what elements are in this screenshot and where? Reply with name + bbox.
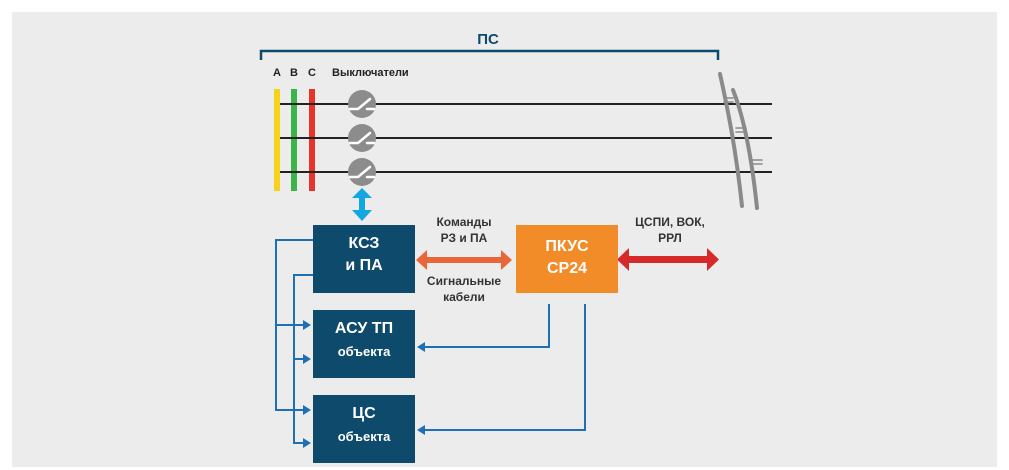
external-label: ЦСПИ, ВОК, РРЛ [620, 214, 720, 246]
ksz-pkus-arrow [416, 250, 512, 270]
ksz-line2: и ПА [345, 257, 383, 274]
phase-label-b: B [290, 67, 298, 79]
connector-lines [275, 239, 586, 444]
pkus-line1: ПКУС [545, 238, 589, 255]
asu-label: АСУ ТП объекта [313, 319, 415, 365]
phase-label-a: A [273, 67, 281, 79]
breakers-label: Выключатели [332, 67, 409, 79]
commands-line2: РЗ и ПА [440, 231, 488, 245]
commands-label: Команды РЗ и ПА [416, 214, 512, 246]
ksz-label: КСЗ и ПА [313, 234, 415, 278]
ps-bracket [259, 49, 720, 60]
breakers-to-ksz-arrow [352, 188, 372, 221]
signal-line1: Сигнальные [426, 274, 502, 288]
commands-line1: Команды [436, 215, 492, 229]
cs-box [313, 395, 415, 463]
ksz-box [313, 225, 415, 293]
cs-line2: объекта [337, 429, 391, 444]
cs-label: ЦС объекта [313, 404, 415, 450]
phase-bar-c [309, 89, 315, 191]
cs-line1: ЦС [352, 405, 376, 422]
breaker-switch-icon [348, 124, 376, 152]
phase-bar-a [274, 89, 280, 191]
external-line1: ЦСПИ, ВОК, [635, 215, 705, 229]
ps-title: ПС [477, 31, 499, 48]
external-line2: РРЛ [658, 231, 682, 245]
asu-box [313, 310, 415, 378]
pkus-line2: СР24 [546, 260, 588, 277]
pkus-box [516, 225, 618, 293]
pkus-external-arrow [617, 248, 719, 271]
signal-line2: кабели [443, 290, 485, 304]
connector-arrowheads [303, 320, 425, 448]
asu-line1: АСУ ТП [334, 320, 394, 337]
asu-line2: объекта [337, 344, 391, 359]
breaker-switch-icon [348, 90, 376, 118]
signal-label: Сигнальные кабели [412, 273, 516, 305]
phase-label-c: C [308, 67, 316, 79]
breaker-switch-icon [348, 158, 376, 186]
ksz-line1: КСЗ [348, 235, 380, 252]
transmission-tower-icon [718, 72, 763, 210]
diagram-background [12, 12, 997, 467]
pkus-label: ПКУС СР24 [516, 236, 618, 280]
phase-bar-b [291, 89, 297, 191]
